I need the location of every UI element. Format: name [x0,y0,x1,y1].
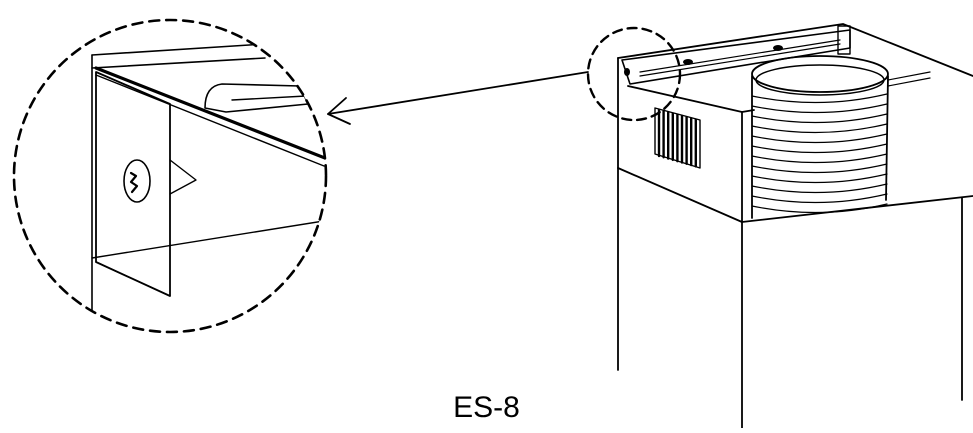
source-callout-circle [586,26,682,122]
vent-grille [654,107,701,169]
vent-grille-outline [654,107,701,169]
chimney-assembly [617,23,973,429]
detail-flange-diagonal-inner [95,74,325,167]
flex-duct [751,55,889,219]
detail-horizon-line [91,219,326,259]
screw-thread-icon [129,171,139,194]
frame-bottom-front [617,167,743,223]
detail-tab [169,159,197,195]
bracket-end-tab [837,25,851,55]
detail-top-edge-front [91,57,266,69]
duct-ring [751,123,888,134]
duct-ring [751,133,888,144]
arrow-head [327,97,351,125]
screw-icon [123,159,151,203]
pointer-arrow-icon [327,71,589,125]
duct-ring [751,113,888,124]
duct-ring [751,143,888,154]
duct-ring [751,93,888,104]
detail-contents [91,43,326,331]
duct-rim-inner [755,64,885,96]
vent-grille-slots [657,108,697,168]
bracket-screw-right-icon [773,45,783,51]
back-grille [887,71,931,87]
duct-ring [751,153,888,164]
figure-caption: ES-8 [453,391,520,424]
frame-top-front-left [627,85,743,113]
detail-flange-diagonal [94,66,326,162]
duct-ring [751,183,888,194]
arrow-shaft [327,71,589,115]
duct-ring [751,163,888,174]
detail-plate-bottom [95,261,171,297]
duct-ring [751,173,888,184]
detail-channel-rib [231,95,307,101]
bracket-rail-slot-2 [639,43,841,77]
detail-top-edge-back [91,43,266,56]
duct-ring [751,103,888,114]
duct-ring [751,203,888,214]
detail-view [12,18,328,334]
detail-callout-circle [12,18,328,334]
bracket-screw-mid-icon [683,59,693,65]
frame-top-back [617,23,973,77]
bracket-rail-slot [639,39,841,73]
duct-right-side [885,75,889,201]
duct-ring [751,193,888,204]
duct-corrugations [751,93,888,214]
back-grille-line-2 [887,77,931,87]
duct-rim-outer [751,55,889,93]
back-grille-line-1 [887,71,931,81]
bracket-screw-left-icon [624,68,630,76]
